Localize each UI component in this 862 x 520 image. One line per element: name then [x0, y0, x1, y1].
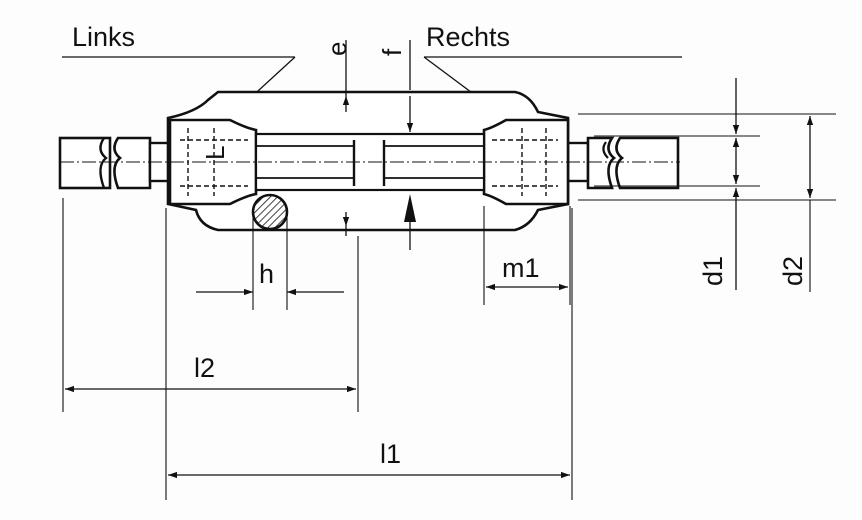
label-d2: d2	[778, 256, 808, 286]
dimension-f	[404, 40, 416, 250]
dimension-m1	[483, 206, 571, 305]
left-threaded-rod	[58, 136, 172, 190]
dimension-d2	[578, 113, 836, 292]
label-l2: l2	[194, 353, 215, 383]
label-d1: d1	[698, 256, 728, 286]
cross-section-hatched	[251, 193, 289, 231]
label-l1: l1	[380, 439, 401, 469]
dimension-l2	[62, 198, 359, 412]
right-threaded-rod	[566, 136, 680, 190]
dimension-d1	[594, 78, 760, 290]
label-h: h	[259, 259, 274, 289]
dimension-h	[196, 212, 344, 310]
dimension-l1	[165, 208, 573, 500]
label-m1: m1	[502, 253, 540, 283]
label-thread-L: L	[200, 146, 230, 160]
label-e: e	[322, 42, 352, 56]
label-f: f	[377, 48, 407, 56]
label-links: Links	[72, 22, 135, 52]
turnbuckle-body	[166, 90, 570, 232]
label-rechts: Rechts	[426, 22, 510, 52]
